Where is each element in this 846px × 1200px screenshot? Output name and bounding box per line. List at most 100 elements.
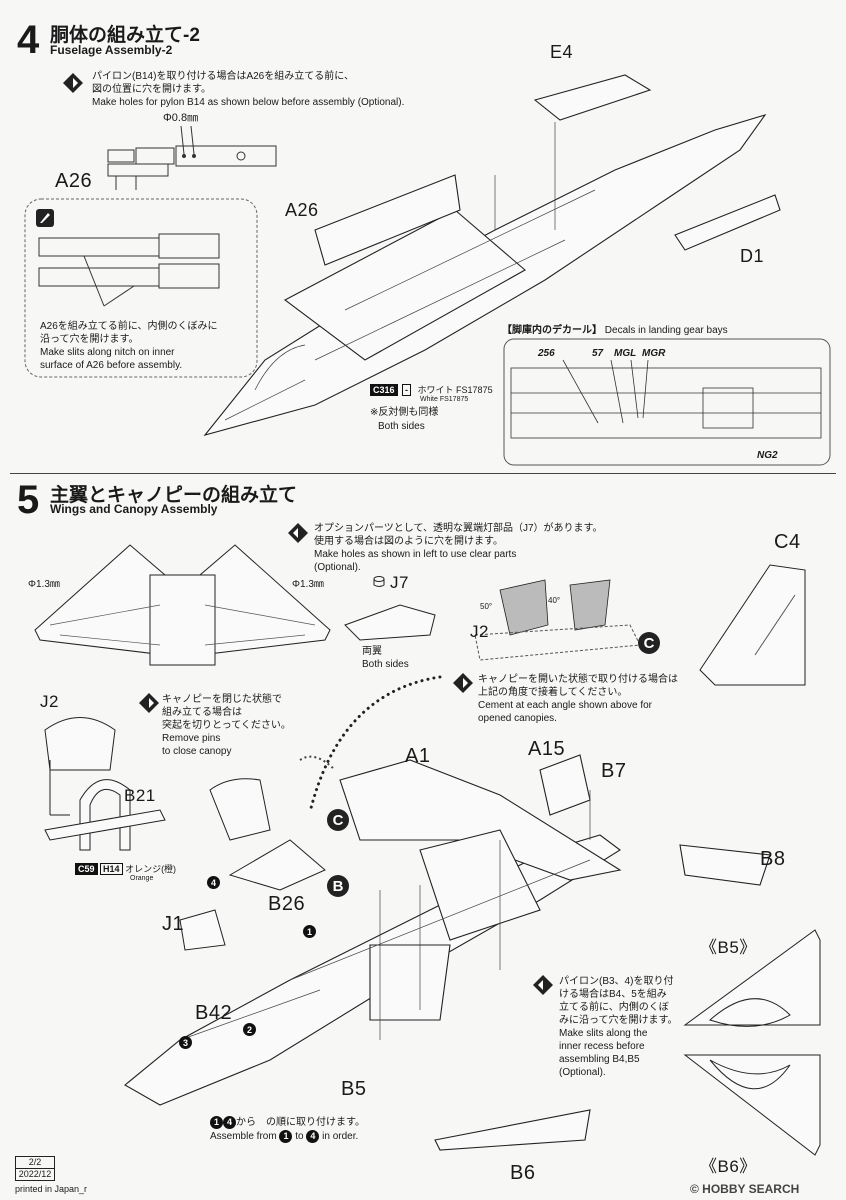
part-b5: B5 — [341, 1078, 367, 1100]
paint-callout-c59: C59 H14 オレンジ(橙) — [75, 862, 176, 875]
canopy-open-jp-1: キャノピーを開いた状態で取り付ける場合は — [478, 674, 678, 685]
part-a26-top: A26 — [285, 200, 319, 220]
a26-hole-detail — [107, 125, 277, 190]
pylon-b5-b6-detail — [683, 929, 821, 1156]
part-j2-top: J2 — [470, 622, 489, 641]
angle-40: 40° — [548, 596, 561, 605]
canopy-angle-detail — [474, 579, 641, 661]
decal-title-en: Decals in landing gear bays — [604, 325, 728, 336]
part-a1: A1 — [405, 745, 431, 767]
paint-name-orange-en: Orange — [130, 875, 154, 882]
canopy-closed-diamond-icon — [139, 693, 159, 713]
page-number: 2/2 — [16, 1157, 54, 1169]
paint-code-c316: C316 — [370, 384, 398, 396]
step4-title-en: Fuselage Assembly-2 — [50, 43, 173, 57]
both-sides-en: Both sides — [378, 421, 425, 432]
hole-left: Φ1.3㎜ — [28, 579, 60, 590]
decal-256: 256 — [538, 348, 555, 359]
printed-in-japan: printed in Japan_r — [15, 1184, 88, 1194]
step4-title-jp: 胴体の組み立て-2 — [50, 25, 200, 46]
order-note-en-1: Assemble from — [210, 1131, 277, 1142]
pylon-note-en-b-1: inner recess before — [559, 1041, 645, 1052]
part-b6-bracket: 《B6》 — [700, 1157, 757, 1176]
part-c4: C4 — [774, 531, 801, 553]
slit-note-en-2: surface of A26 before assembly. — [40, 360, 183, 371]
hole-right: Φ1.3㎜ — [292, 579, 324, 590]
step4-number: 4 — [17, 18, 40, 62]
order-note-en: Assemble from 1 to 4 in order. — [210, 1130, 358, 1143]
clear-note-jp-1: オプションパーツとして、透明な翼端灯部品（J7）があります。 — [314, 523, 603, 534]
canopy-open-en-1: Cement at each angle shown above for — [478, 700, 652, 711]
clear-note-diamond-icon — [288, 523, 308, 543]
section-divider — [10, 473, 836, 474]
dotted-leader-line — [308, 675, 442, 814]
pylon-note-en-b-3: (Optional). — [559, 1067, 606, 1078]
canopy-j2-b21-detail — [44, 717, 166, 851]
canopy-open-en-2: opened canopies. — [478, 713, 557, 724]
paint-name-orange-jp: オレンジ(橙) — [125, 864, 177, 874]
part-a26-left: A26 — [55, 170, 93, 192]
part-d1: D1 — [740, 246, 765, 266]
slit-note-jp-2: 沿って穴を開けます。 — [40, 334, 139, 345]
angle-50: 50° — [480, 602, 493, 611]
watermark: © HOBBY SEARCH — [690, 1182, 800, 1196]
order-step-1: 1 — [303, 925, 316, 938]
order-note-circle-4: 4 — [223, 1116, 236, 1129]
part-b7: B7 — [601, 760, 627, 782]
wingtip-detail — [344, 604, 436, 641]
slit-note-jp-1: A26を組み立てる前に、内側のくぼみに — [40, 321, 218, 332]
aircraft-assembly-drawing — [124, 754, 771, 1151]
page-number-box: 2/2 2022/12 — [15, 1156, 55, 1181]
pylon-note-diamond-icon-2 — [533, 975, 553, 995]
paint-callout-c316: C316 - ホワイト FS17875 — [370, 383, 493, 396]
order-note-jp-text: から の順に取り付けます。 — [236, 1117, 365, 1128]
order-step-3: 3 — [179, 1036, 192, 1049]
pylon-note-en: Make holes for pylon B14 as shown below … — [92, 97, 405, 108]
both-sides-jp: ※反対側も同様 — [370, 407, 439, 418]
subassembly-b: B — [327, 875, 349, 897]
order-note-en-3: in order. — [322, 1131, 359, 1142]
part-e4: E4 — [550, 42, 574, 62]
pylon-note-jp-b-3: みに沿って穴を開けます。 — [559, 1015, 678, 1026]
decal-title: 【脚庫内のデカール】 Decals in landing gear bays — [502, 321, 728, 336]
page-date: 2022/12 — [18, 1169, 52, 1179]
wing-plan-drawing — [34, 544, 331, 666]
slit-note-en-1: Make slits along nitch on inner — [40, 347, 175, 358]
canopy-closed-en-2: to close canopy — [162, 746, 232, 757]
subassembly-c-top: C — [638, 632, 660, 654]
part-b8: B8 — [760, 848, 786, 870]
part-b6: B6 — [510, 1162, 536, 1184]
canopy-open-diamond-icon — [453, 673, 473, 693]
pylon-note-en-b-0: Make slits along the — [559, 1028, 648, 1039]
wing-both-sides-jp: 両翼 — [362, 646, 382, 657]
order-note-en-circle-1: 1 — [279, 1130, 293, 1143]
canopy-closed-jp-2: 組み立てる場合は — [162, 707, 242, 718]
part-b42: B42 — [195, 1002, 233, 1024]
clear-note-en-2: (Optional). — [314, 562, 361, 573]
slit-note-bubble — [24, 198, 258, 378]
step5-title-en: Wings and Canopy Assembly — [50, 502, 218, 516]
landing-gear-bay-box — [503, 338, 831, 466]
pylon-note-diamond-icon — [63, 73, 83, 93]
part-b5-bracket: 《B5》 — [700, 938, 757, 957]
order-note-en-circle-4: 4 — [306, 1130, 320, 1143]
step5-number: 5 — [17, 478, 40, 522]
canopy-closed-jp-1: キャノピーを閉じた状態で — [162, 694, 282, 705]
wing-both-sides-en: Both sides — [362, 659, 409, 670]
pylon-note-jp-b-0: パイロン(B3、4)を取り付 — [559, 976, 674, 987]
part-j7: J7 — [390, 573, 409, 592]
part-b26: B26 — [268, 893, 306, 915]
fuselage-assembly-drawing — [203, 74, 781, 436]
part-j1: J1 — [162, 913, 185, 935]
paint-code-h14: H14 — [100, 863, 123, 875]
pylon-note-jp-b-2: 立てる前に、内側のくぼ — [559, 1002, 669, 1013]
paint-name-en: White FS17875 — [420, 396, 469, 403]
pylon-note-jp-b-1: ける場合はB4、5を組み — [559, 989, 667, 1000]
pylon-note-en-b-2: assembling B4,B5 — [559, 1054, 640, 1065]
decal-ng2: NG2 — [757, 450, 778, 461]
decal-mgr: MGR — [642, 348, 666, 359]
j7-part-icon — [373, 576, 385, 587]
part-a15: A15 — [528, 738, 566, 760]
canopy-open-jp-2: 上記の角度で接着してください。 — [478, 687, 628, 698]
